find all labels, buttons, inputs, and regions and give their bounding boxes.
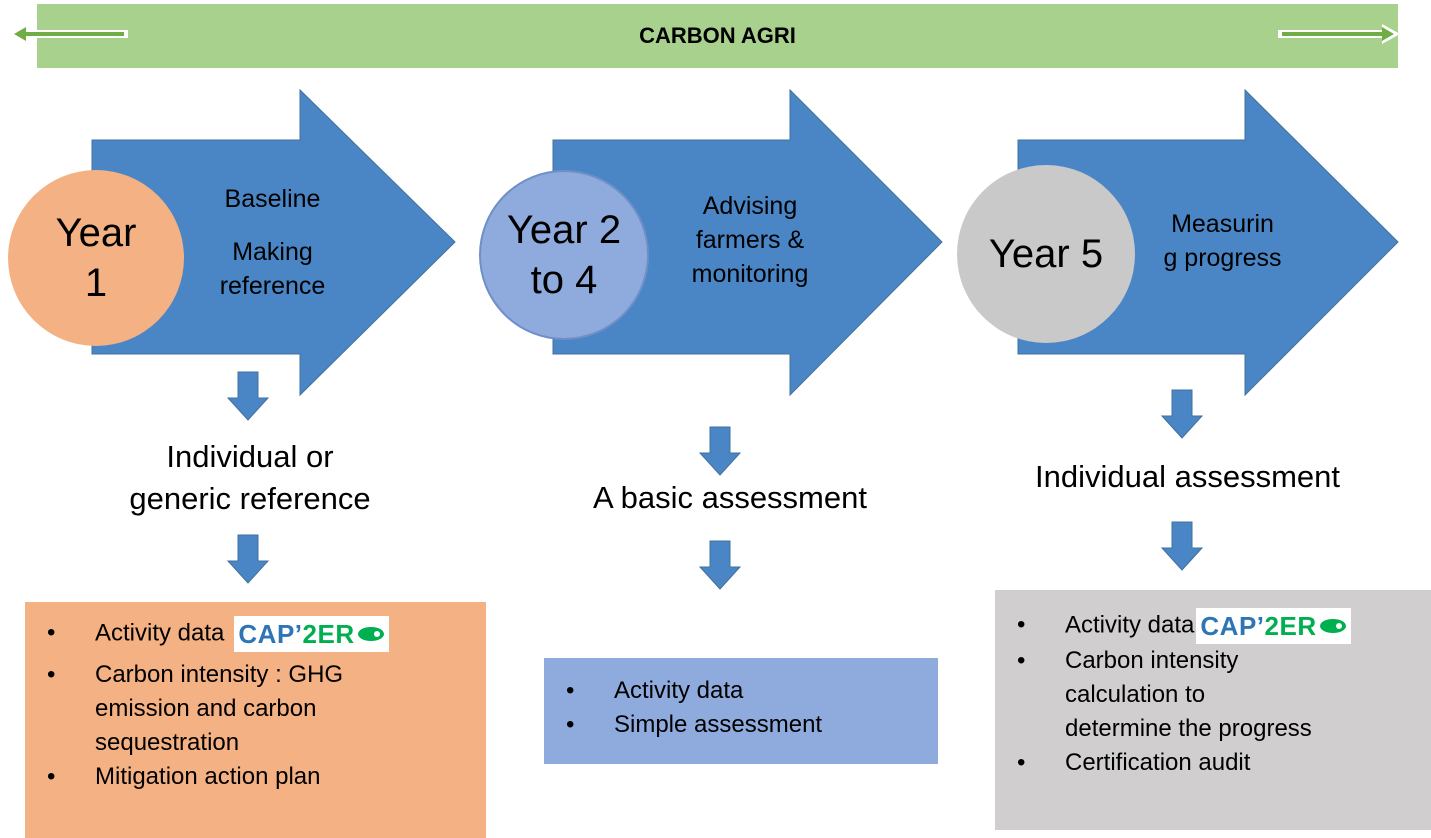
banner-title: CARBON AGRI (639, 23, 796, 48)
right-arrow-icon (1278, 24, 1400, 44)
down-arrow-icon (698, 426, 742, 476)
stage-1-title: Baseline (224, 185, 321, 213)
year-2-4-details-box: Activity data Simple assessment (544, 658, 938, 764)
list-item: Carbon intensity : GHG emission and carb… (25, 658, 486, 760)
leaf-icon (1319, 619, 1346, 633)
left-arrow-icon (8, 24, 128, 44)
year-2-4-circle: Year 2 to 4 (479, 170, 649, 340)
down-arrows (226, 371, 1204, 590)
cap2er-logo: CAP’2ER (1196, 608, 1351, 644)
cap2er-logo: CAP’2ER (234, 616, 389, 652)
down-arrow-icon (1160, 521, 1204, 571)
down-arrow-icon (1160, 389, 1204, 439)
outcome-1-text: Individual or generic reference (129, 439, 371, 516)
year-5-circle: Year 5 (957, 165, 1135, 343)
list-item: Carbon intensity calculation to determin… (995, 644, 1431, 746)
down-arrow-icon (698, 540, 742, 590)
leaf-icon (357, 627, 384, 641)
outcome-3-text: Individual assessment (1035, 459, 1340, 494)
stage-1-subtitle: Making reference (219, 238, 326, 300)
banner-arrows (8, 24, 1400, 44)
list-item: Simple assessment (544, 708, 938, 742)
stage-3-title: Measurin g progress (1163, 210, 1282, 272)
year-1-circle: Year 1 (8, 170, 184, 346)
process-arrows (91, 88, 1399, 397)
down-arrow-icon (226, 371, 270, 421)
stage-arrow-1 (91, 88, 456, 397)
list-item: Activity data (544, 674, 938, 708)
stage-arrow-3 (1017, 88, 1399, 397)
list-item: Certification audit (995, 746, 1431, 780)
outcome-2-text: A basic assessment (593, 480, 867, 515)
banner-bar (37, 4, 1398, 68)
stage-2-title: Advising farmers & monitoring (691, 192, 809, 288)
list-item: Mitigation action plan (25, 760, 486, 794)
stage-arrow-2 (552, 88, 943, 397)
down-arrow-icon (226, 534, 270, 584)
